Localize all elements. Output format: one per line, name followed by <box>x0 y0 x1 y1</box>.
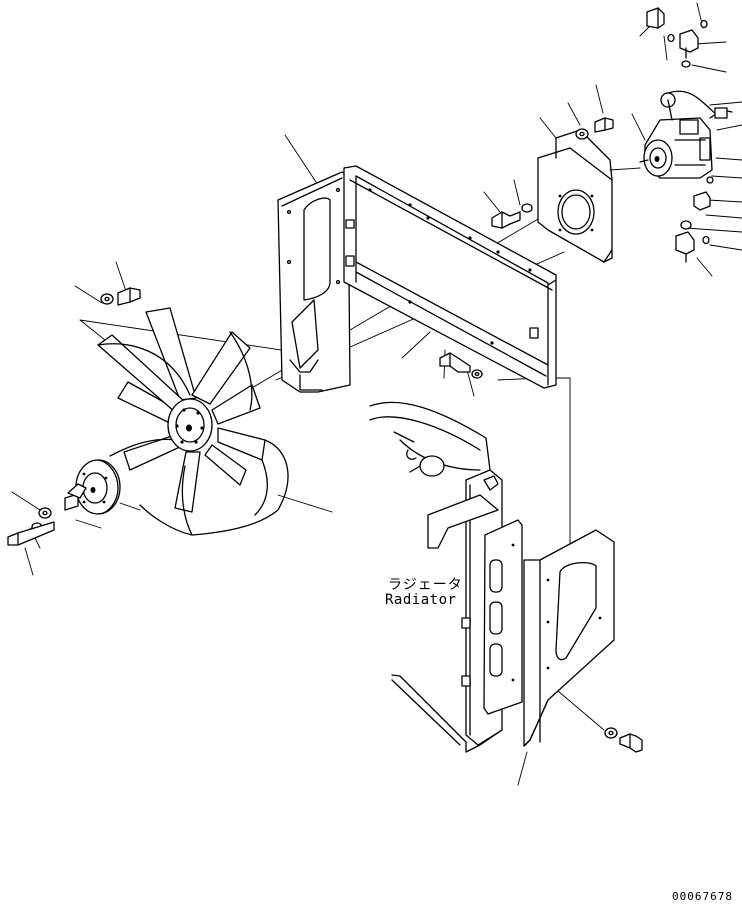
radiator-label-japanese: ラジェータ <box>388 577 463 593</box>
drawing-number: 00067678 <box>672 890 733 903</box>
motor-bracket <box>537 129 613 263</box>
bracket-hardware <box>491 117 614 229</box>
frame-hardware <box>439 352 483 379</box>
shroud-frame <box>343 165 557 389</box>
hydraulic-motor <box>639 90 733 179</box>
radiator-side-plate <box>483 519 523 715</box>
fan-assembly <box>97 307 289 536</box>
fan-hardware <box>7 287 141 546</box>
side-panel-left <box>277 171 351 393</box>
panel-hardware <box>604 727 643 753</box>
radiator-label-english: Radiator <box>385 592 457 608</box>
side-panel-right <box>523 529 615 747</box>
motor-fittings <box>646 7 714 263</box>
